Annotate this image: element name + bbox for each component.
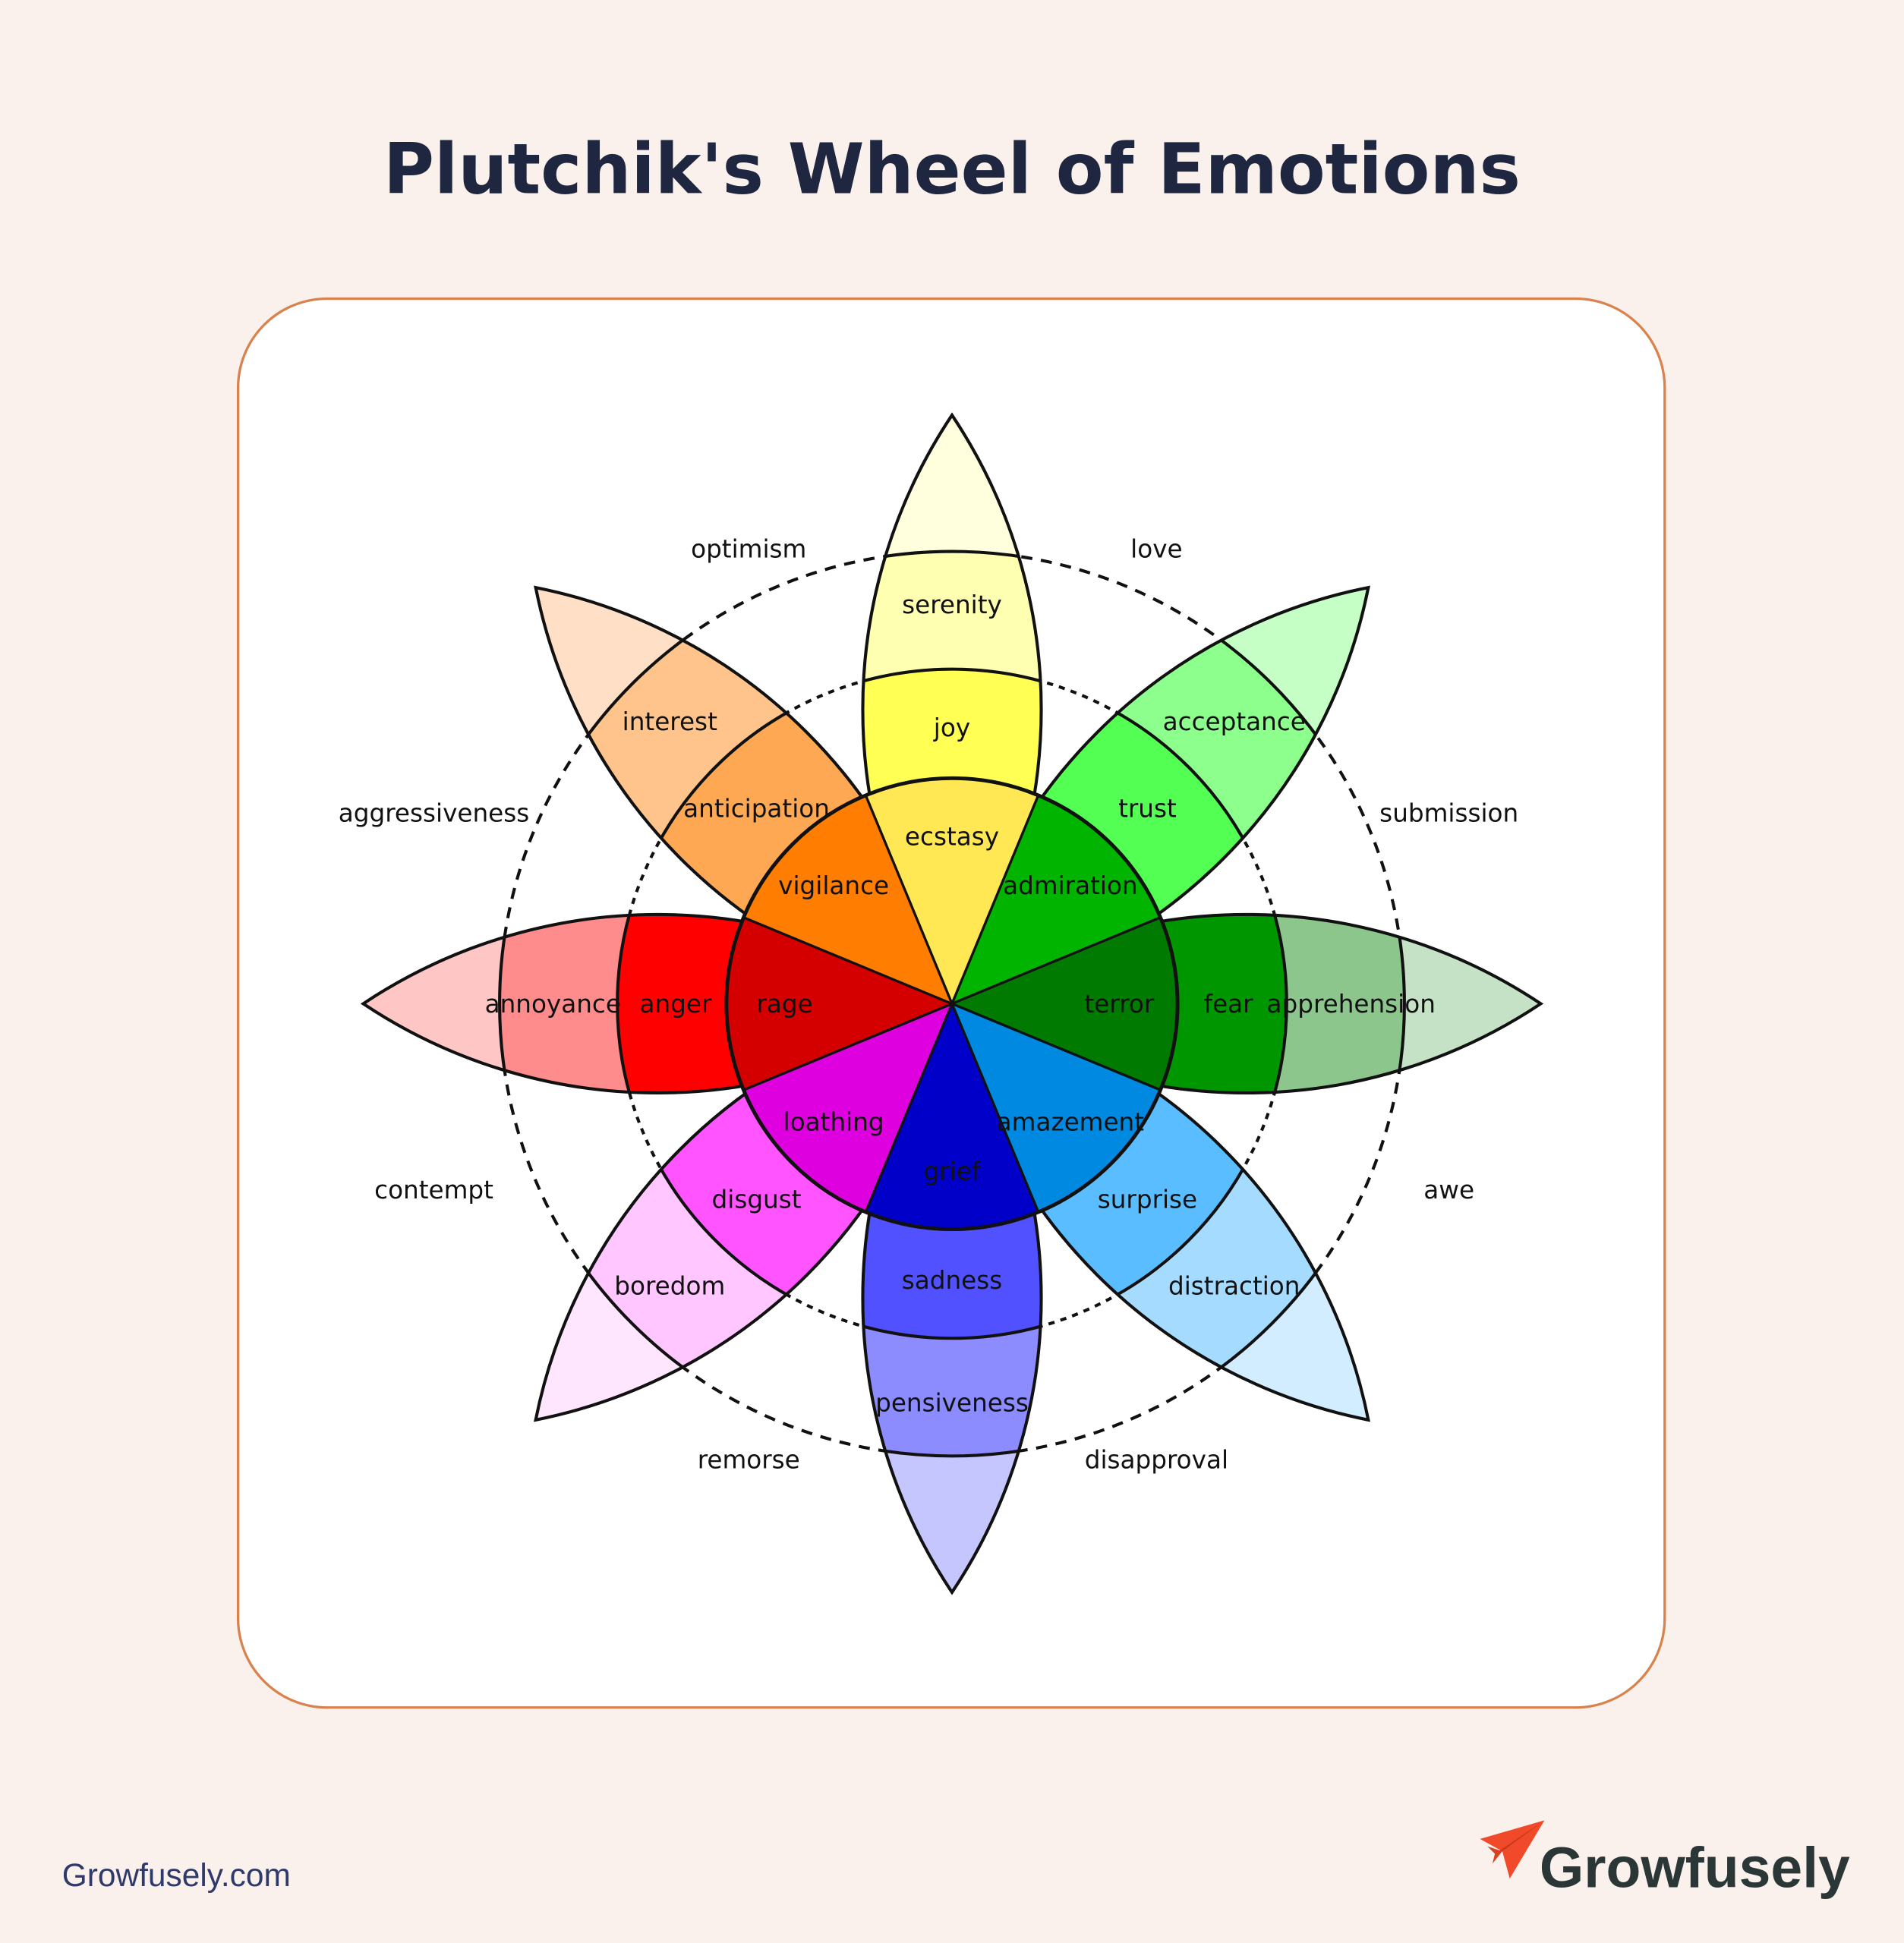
emotion-label-distraction: distraction — [1168, 1272, 1300, 1301]
emotion-label-pensiveness: pensiveness — [875, 1389, 1029, 1418]
emotion-label-grief: grief — [924, 1157, 982, 1186]
paper-plane-icon — [1480, 1820, 1545, 1879]
emotion-label-interest: interest — [623, 707, 717, 736]
petal-band-sadness-2 — [862, 1003, 1042, 1340]
emotion-label-boredom: boredom — [614, 1272, 725, 1301]
petal-band-joy-1 — [862, 550, 1042, 1004]
emotion-label-amazement: amazement — [997, 1108, 1145, 1137]
emotion-label-sadness: sadness — [902, 1266, 1003, 1295]
emotion-label-disgust: disgust — [712, 1185, 802, 1214]
emotion-label-ecstasy: ecstasy — [905, 822, 999, 851]
emotion-label-apprehension: apprehension — [1267, 990, 1436, 1019]
emotion-label-surprise: surprise — [1098, 1185, 1197, 1214]
dyad-label-awe: awe — [1423, 1176, 1474, 1205]
petal-band-anger-1 — [498, 914, 952, 1094]
dyad-label-disapproval: disapproval — [1085, 1446, 1228, 1475]
emotion-label-anticipation: anticipation — [683, 794, 830, 823]
emotion-label-rage: rage — [756, 990, 812, 1019]
emotion-label-acceptance: acceptance — [1163, 707, 1306, 736]
footer-site-link[interactable]: Growfusely.com — [62, 1857, 291, 1893]
petal-band-fear-1 — [952, 914, 1406, 1094]
emotion-label-fear: fear — [1204, 990, 1254, 1019]
emotion-wheel: ecstasy joy serenity admiration trust accepta… — [360, 412, 1544, 1595]
dyad-label-contempt: contempt — [374, 1176, 493, 1205]
petal-band-sadness-1 — [862, 1003, 1042, 1458]
core-circle — [724, 776, 1180, 1232]
dyad-label-remorse: remorse — [698, 1446, 800, 1475]
emotion-label-serenity: serenity — [902, 590, 1002, 619]
petal-band-joy-2 — [862, 667, 1042, 1004]
page-title: Plutchik's Wheel of Emotions — [383, 129, 1521, 210]
emotion-label-admiration: admiration — [1003, 871, 1138, 900]
petal-band-anger-2 — [616, 914, 952, 1094]
brand-name: Growfusely — [1540, 1836, 1850, 1900]
emotion-label-trust: trust — [1118, 794, 1177, 823]
dyad-label-love: love — [1130, 535, 1182, 564]
emotion-label-vigilance: vigilance — [778, 871, 889, 900]
emotion-label-loathing: loathing — [783, 1108, 884, 1137]
growfusely-logo: Growfusely — [1480, 1820, 1850, 1900]
petal-band-fear-2 — [952, 914, 1288, 1094]
emotion-label-anger: anger — [639, 990, 711, 1019]
dyad-label-optimism: optimism — [691, 535, 806, 564]
emotion-label-joy: joy — [933, 713, 970, 742]
dyad-label-aggressiveness: aggressiveness — [339, 798, 529, 827]
emotion-label-annoyance: annoyance — [485, 990, 621, 1019]
dyad-label-submission: submission — [1379, 798, 1518, 827]
emotion-label-terror: terror — [1084, 990, 1154, 1019]
